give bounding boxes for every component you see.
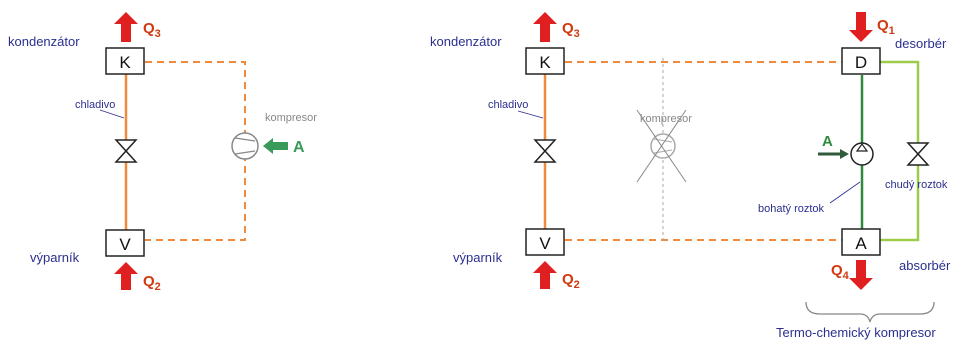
right-expansion-valve [533, 139, 557, 163]
left-q2-label: Q2 [143, 273, 161, 293]
absorber-q4-label: Q4 [831, 262, 850, 282]
thermo-compressor-brace [805, 301, 935, 323]
poor-solution-label: chudý roztok [885, 179, 948, 191]
pump-work-label: A [822, 133, 833, 150]
left-diagram: K V A Q3 Q2 [8, 12, 317, 293]
left-evaporator-label: výparník [30, 250, 80, 265]
right-evaporator-label: výparník [453, 250, 503, 265]
left-condenser-box: K [105, 47, 145, 75]
right-heat-in-arrow-icon [533, 261, 557, 289]
removed-compressor-icon [636, 109, 687, 183]
desorber-label: desorbér [895, 36, 947, 51]
left-refrigerant-pointer [99, 109, 125, 119]
left-heat-out-arrow-icon [114, 12, 138, 42]
left-heat-in-arrow-icon [114, 262, 138, 290]
left-expansion-valve [114, 139, 138, 163]
left-work-label: A [293, 139, 305, 156]
absorber-label: absorbér [899, 258, 951, 273]
solution-valve [906, 142, 930, 166]
svg-text:V: V [539, 234, 551, 253]
svg-text:K: K [119, 53, 131, 72]
right-condenser-label: kondenzátor [430, 34, 502, 49]
left-evaporator-box: V [105, 229, 145, 257]
pump-work-arrow-icon [818, 149, 849, 159]
right-diagram: K V D A komp [430, 12, 951, 340]
rich-solution-pointer [829, 181, 861, 204]
right-refrigerant-label: chladivo [488, 99, 528, 111]
absorber-box: A [841, 228, 881, 256]
svg-text:V: V [119, 235, 131, 254]
left-vapour-loop [145, 61, 246, 241]
absorber-heat-out-arrow-icon [849, 260, 873, 290]
poor-solution-line [880, 60, 920, 242]
svg-text:K: K [539, 53, 551, 72]
right-condenser-box: K [525, 47, 565, 75]
left-q3-label: Q3 [143, 20, 161, 40]
desorber-box: D [841, 47, 881, 75]
right-q3-label: Q3 [562, 20, 580, 40]
svg-text:A: A [855, 234, 867, 253]
desorber-q1-label: Q1 [877, 17, 895, 37]
thermo-compressor-label: Termo-chemický kompresor [776, 325, 936, 340]
pump-icon [850, 142, 874, 166]
left-condenser-label: kondenzátor [8, 34, 80, 49]
right-evaporator-box: V [525, 228, 565, 256]
right-refrigerant-pointer [517, 110, 544, 119]
right-q2-label: Q2 [562, 271, 580, 291]
right-compressor-label: kompresor [640, 113, 692, 125]
left-compressor-icon [231, 132, 259, 160]
left-work-arrow-icon [263, 138, 288, 154]
right-heat-out-arrow-icon [533, 12, 557, 42]
svg-text:D: D [855, 53, 867, 72]
left-refrigerant-label: chladivo [75, 99, 115, 111]
left-compressor-label: kompresor [265, 112, 317, 124]
desorber-heat-in-arrow-icon [849, 12, 873, 42]
rich-solution-label: bohatý roztok [758, 203, 825, 215]
